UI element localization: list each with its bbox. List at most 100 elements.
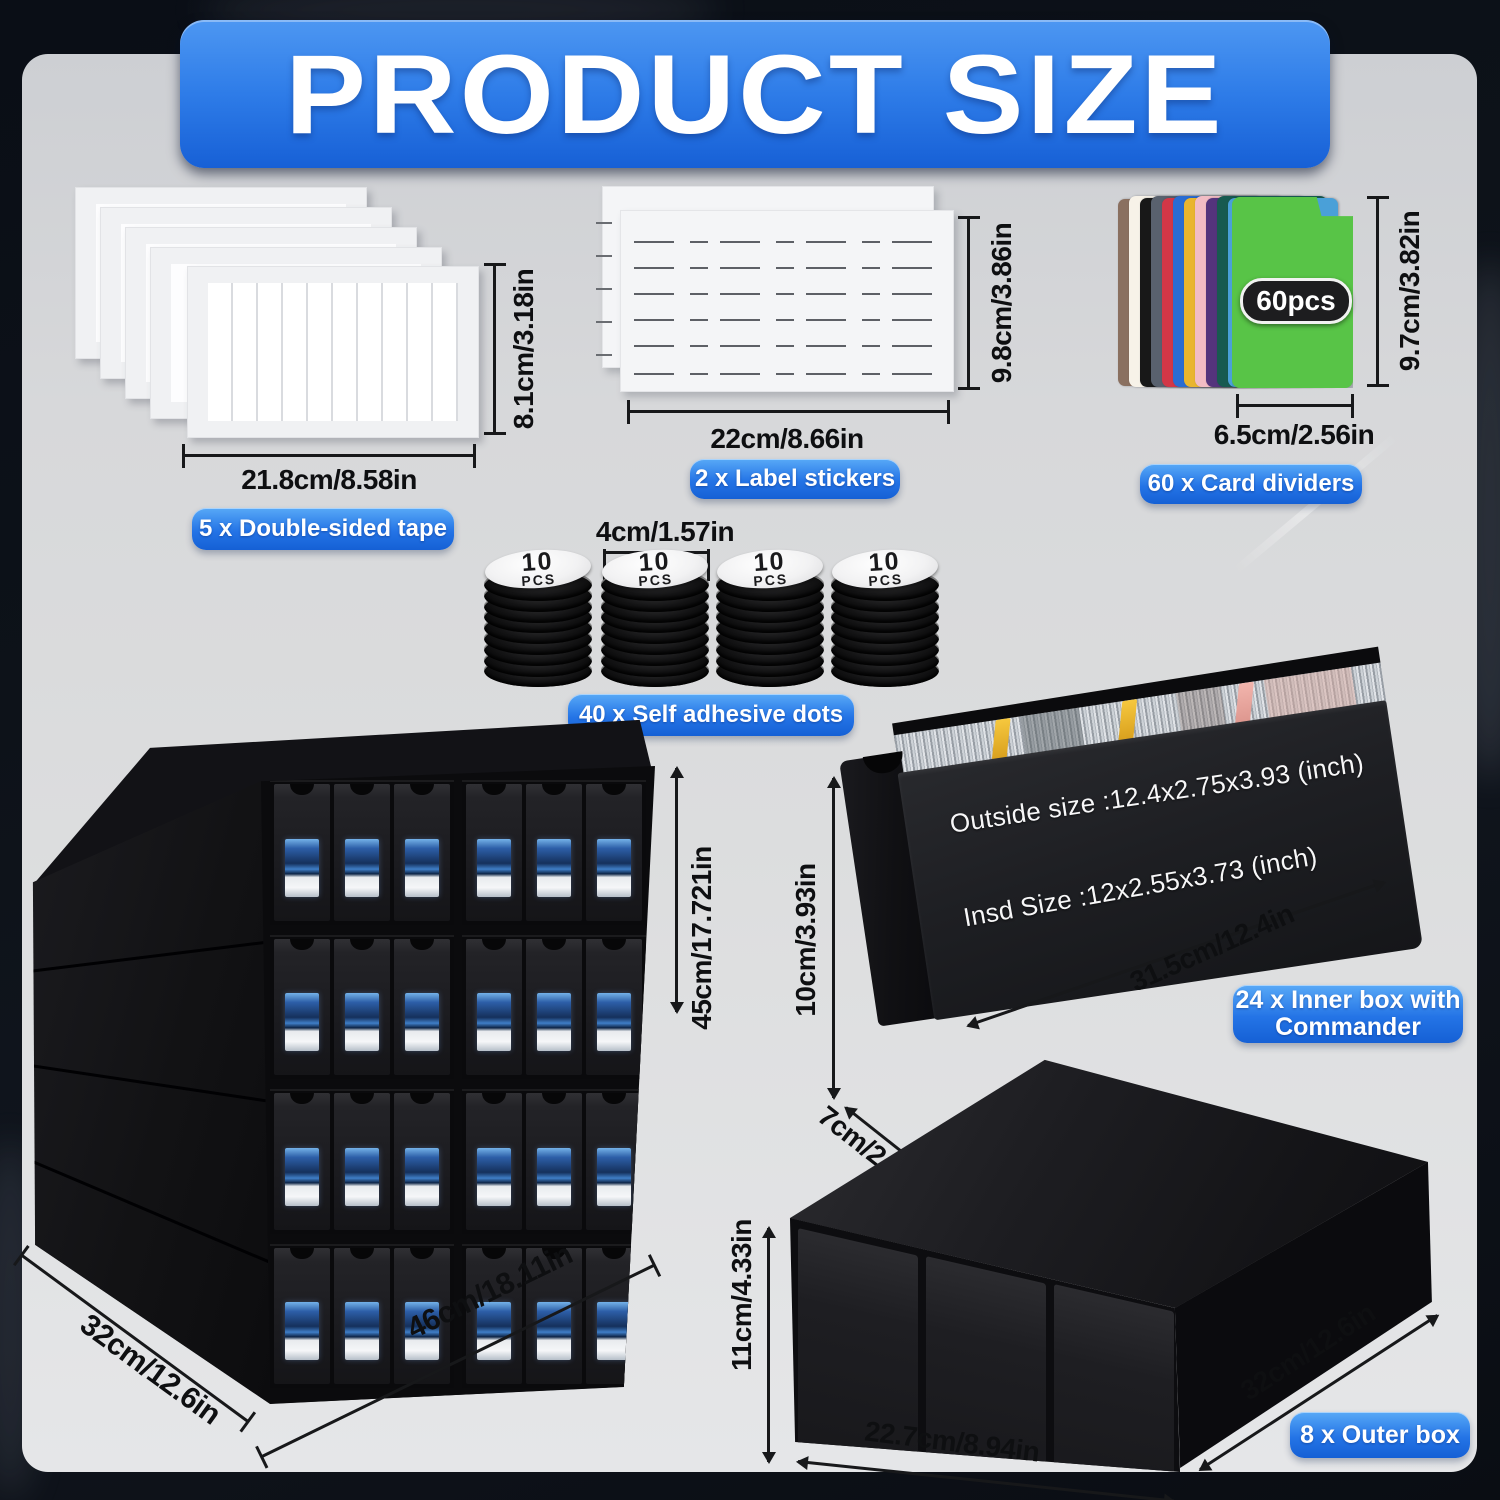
inner-box-unit — [462, 780, 646, 925]
card-window — [597, 1302, 631, 1361]
inner-box-height-line — [832, 778, 835, 1098]
inner-box-drawer — [466, 1093, 522, 1230]
tape-strips — [208, 283, 458, 421]
sticker-dash-row — [634, 373, 940, 375]
inner-box-drawer — [274, 938, 330, 1075]
card-window — [537, 838, 571, 897]
stack-height-line — [675, 768, 678, 1012]
sticker-height-label: 9.8cm/3.86in — [986, 222, 1017, 384]
page-title: PRODUCT SIZE — [285, 31, 1225, 157]
stack-side-seam — [32, 1062, 271, 1105]
dot-unit: PCS — [867, 571, 904, 590]
drawer-notch — [482, 784, 506, 795]
inner-box-unit — [270, 780, 454, 925]
card-window — [477, 838, 511, 897]
inner-box-drawer — [526, 938, 582, 1075]
inner-box-height-label: 10cm/3.93in — [790, 863, 821, 1017]
stack-side-seam — [32, 938, 271, 975]
inner-box-drawer — [394, 784, 450, 921]
sticker-edge-tick — [596, 288, 612, 290]
sticker-edge-tick — [596, 255, 612, 257]
drawer-notch — [482, 938, 506, 950]
outside-size-text: Outside size :12.4x2.75x3.93 (inch) — [947, 746, 1366, 839]
tape-caption-text: 5 x Double-sided tape — [198, 515, 448, 543]
inner-box-drawer — [334, 938, 390, 1075]
inner-box-drawer — [394, 1093, 450, 1230]
card-window — [537, 1147, 571, 1206]
card-window — [405, 1147, 439, 1206]
card-window — [597, 1147, 631, 1206]
card-window — [1021, 1299, 1087, 1424]
card-window — [597, 993, 631, 1052]
divider-height-label: 9.7cm/3.82in — [1394, 210, 1425, 372]
drawer-notch — [542, 938, 566, 950]
card-window — [285, 993, 319, 1052]
drawer-notch — [602, 1093, 626, 1104]
inner-box-drawer — [274, 1093, 330, 1230]
inner-box-unit — [462, 1089, 646, 1234]
card-window — [285, 1302, 319, 1361]
card-window — [893, 1271, 959, 1396]
title-banner: PRODUCT SIZE — [180, 20, 1330, 168]
card-window — [477, 1147, 511, 1206]
outer-box-height-line — [767, 1228, 770, 1462]
drawer-notch — [410, 1247, 434, 1259]
inner-box-unit — [270, 934, 454, 1079]
inner-box-drawer — [586, 1093, 642, 1230]
drawer-notch — [290, 1093, 314, 1104]
divider-width-label: 6.5cm/2.56in — [1213, 419, 1375, 450]
drawer-notch — [602, 784, 626, 795]
drawer-notch — [290, 784, 314, 795]
divider-height-line — [1376, 198, 1379, 385]
inner-box-caption-line2: Commander — [1275, 1013, 1421, 1041]
inner-box-drawer — [526, 1093, 582, 1230]
sticker-dash-row — [634, 293, 940, 295]
pink-divider — [1235, 681, 1255, 725]
outer-box-height-label: 11cm/4.33in — [726, 1219, 757, 1371]
inner-box-drawer — [586, 784, 642, 921]
sticker-dash-row — [634, 345, 940, 347]
stack-height-label: 45cm/17.721in — [686, 846, 717, 1030]
drawer-notch — [542, 784, 566, 795]
card-window — [285, 838, 319, 897]
tape-width-line — [184, 454, 474, 457]
card-window — [285, 1147, 319, 1206]
card-window — [537, 1302, 571, 1361]
sticker-caption: 2 x Label stickers — [690, 459, 900, 499]
divider-caption-text: 60 x Card dividers — [1147, 470, 1355, 498]
outer-box-caption-text: 8 x Outer box — [1300, 1420, 1460, 1449]
inner-box-unit — [462, 934, 646, 1079]
inner-box-drawer — [466, 784, 522, 921]
drawer-notch — [602, 1247, 626, 1259]
drawer-notch — [410, 784, 434, 795]
yellow-divider — [992, 717, 1011, 762]
card-window — [405, 1302, 439, 1361]
drawer-notch — [290, 938, 314, 950]
yellow-divider — [1118, 698, 1138, 743]
inner-box-drawer — [274, 784, 330, 921]
inner-box-caption: 24 x Inner box with Commander — [1233, 985, 1463, 1043]
drawer-notch — [350, 784, 374, 795]
drawer-notch — [350, 1247, 374, 1259]
sticker-width-label: 22cm/8.66in — [710, 423, 864, 454]
sticker-dash-row — [634, 241, 940, 243]
sticker-height-line — [967, 218, 970, 388]
card-window — [345, 1302, 379, 1361]
dot-unit: PCS — [637, 571, 674, 590]
divider-count-badge: 60pcs — [1240, 278, 1352, 324]
inner-box-drawer — [394, 1247, 450, 1384]
tape-width-label: 21.8cm/8.58in — [241, 464, 417, 495]
divider-width-line — [1238, 404, 1352, 407]
drawer-notch — [410, 938, 434, 950]
dot-unit: PCS — [520, 571, 557, 590]
tape-caption: 5 x Double-sided tape — [192, 508, 454, 550]
inner-box-drawer — [334, 784, 390, 921]
sticker-edge-tick — [596, 354, 612, 356]
inner-box-caption-line1: 24 x Inner box with — [1235, 986, 1461, 1014]
card-window — [345, 993, 379, 1052]
